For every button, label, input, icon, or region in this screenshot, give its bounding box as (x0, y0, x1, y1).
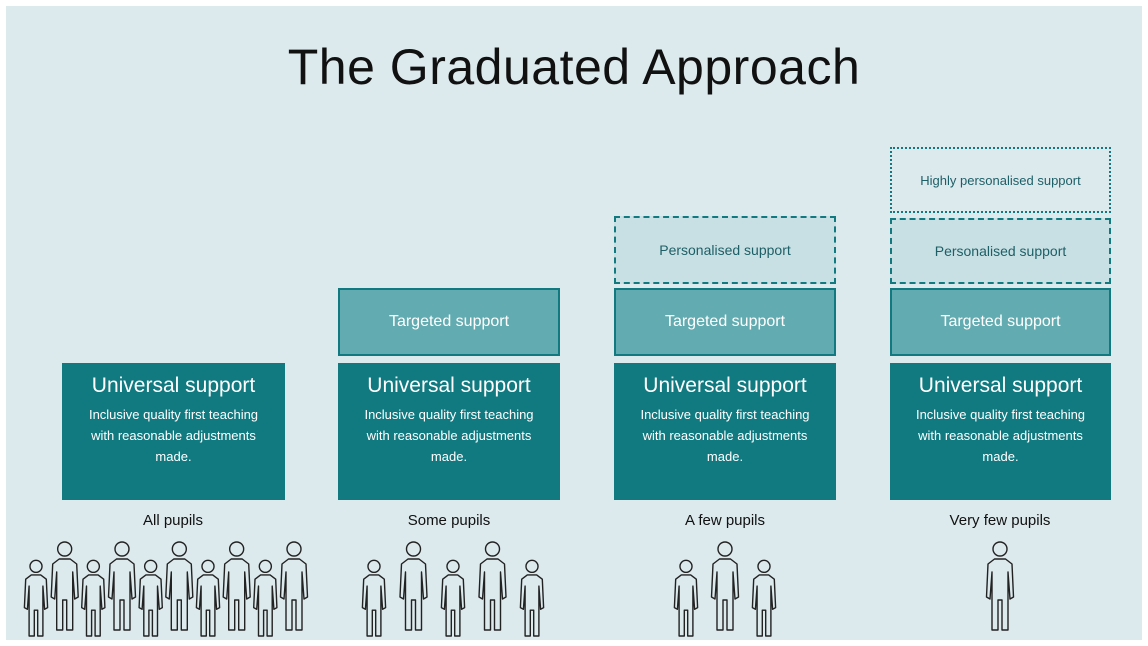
universal-support-box-4: Universal support Inclusive quality firs… (890, 363, 1111, 500)
targeted-support-box-4: Targeted support (890, 288, 1111, 356)
universal-support-description: Inclusive quality first teaching with re… (88, 407, 259, 464)
universal-support-title: Universal support (918, 374, 1083, 397)
person-icon (23, 559, 49, 637)
highly-personalised-support-box-4: Highly personalised support (890, 147, 1111, 213)
page-title: The Graduated Approach (287, 39, 861, 95)
person-icon (673, 559, 699, 637)
universal-support-description: Inclusive quality first teaching with re… (364, 407, 534, 464)
person-icon (399, 541, 428, 631)
targeted-support-box-3: Targeted support (614, 288, 836, 356)
pupil-group-all (23, 541, 309, 637)
pupil-group-few (673, 541, 777, 637)
universal-support-description: Inclusive quality first teaching with re… (915, 407, 1086, 464)
pupils-label-few: A few pupils (684, 512, 766, 529)
universal-support-title: Universal support (91, 374, 256, 397)
pupils-label-some: Some pupils (407, 512, 491, 529)
universal-support-box-3: Universal support Inclusive quality firs… (614, 363, 836, 500)
person-icon (519, 559, 545, 637)
universal-support-box-1: Universal support Inclusive quality firs… (62, 363, 285, 500)
pupil-group-some (361, 541, 545, 637)
person-icon (478, 541, 507, 631)
person-icon (81, 559, 106, 637)
person-icon (440, 559, 466, 637)
person-icon (279, 541, 309, 631)
person-icon (138, 559, 163, 637)
pupil-group-very-few (985, 541, 1015, 631)
person-icon (222, 541, 251, 631)
person-icon (985, 541, 1015, 631)
person-icon (361, 559, 387, 637)
universal-support-box-2: Universal support Inclusive quality firs… (338, 363, 560, 500)
pupils-label-very-few: Very few pupils (949, 512, 1051, 529)
person-icon (107, 541, 137, 631)
targeted-support-box-2: Targeted support (338, 288, 560, 356)
person-icon (751, 559, 777, 637)
slide-canvas: The Graduated Approach Universal support… (6, 6, 1142, 640)
person-icon (195, 559, 221, 637)
personalised-support-box-3: Personalised support (614, 216, 836, 284)
person-icon (50, 541, 79, 631)
person-icon (165, 541, 194, 631)
universal-support-title: Universal support (367, 374, 531, 397)
person-icon (253, 559, 278, 637)
personalised-support-box-4: Personalised support (890, 218, 1111, 284)
universal-support-description: Inclusive quality first teaching with re… (640, 407, 810, 464)
universal-support-title: Universal support (643, 374, 807, 397)
pupils-label-all: All pupils (142, 512, 204, 529)
person-icon (710, 541, 740, 631)
